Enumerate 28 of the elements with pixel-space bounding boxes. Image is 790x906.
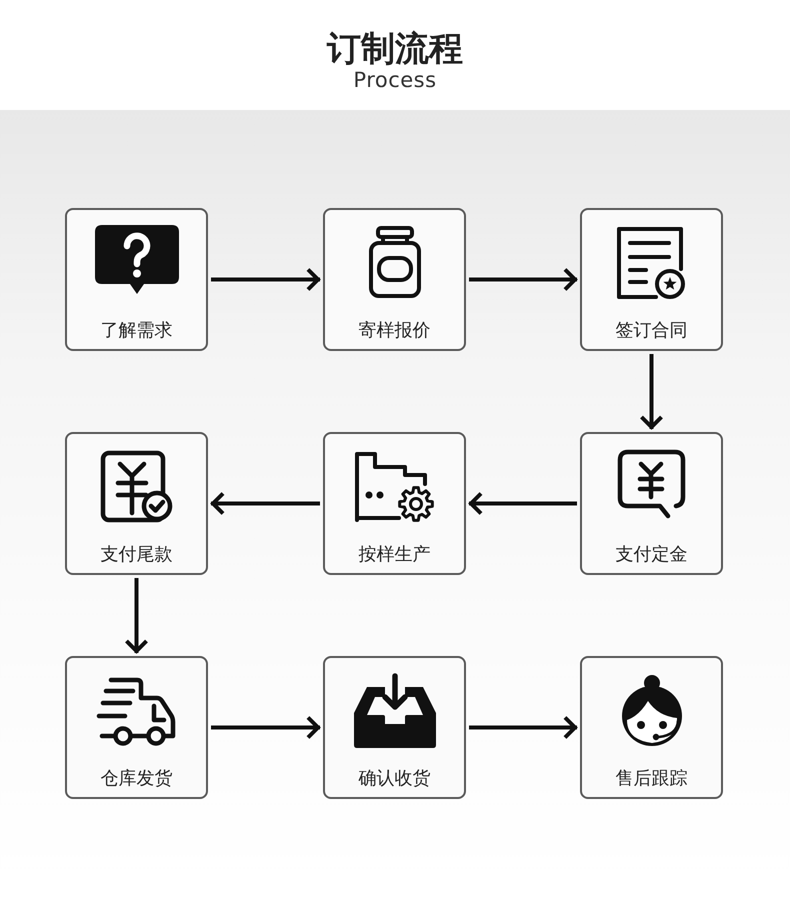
step-box (65, 208, 208, 351)
step-label: 了解需求 (100, 320, 172, 342)
step-label: 确认收货 (358, 768, 430, 790)
step-label: 签订合同 (616, 320, 688, 342)
subtitle: Process (352, 68, 438, 92)
step-label: 按样生产 (358, 544, 430, 566)
step-label: 支付尾款 (100, 544, 172, 566)
arrow (124, 578, 148, 653)
arrow (211, 268, 320, 292)
step-label: 售后跟踪 (616, 768, 688, 790)
step-box (323, 656, 466, 799)
step-label: 支付定金 (616, 544, 688, 566)
step-box (580, 656, 723, 799)
step-box (65, 432, 208, 575)
step-box (580, 208, 723, 351)
arrow (640, 354, 664, 429)
step-box (65, 656, 208, 799)
step-box (323, 432, 466, 575)
step-box (580, 432, 723, 575)
step-label: 寄样报价 (358, 320, 430, 342)
arrow (469, 492, 577, 516)
step-label: 仓库发货 (100, 768, 172, 790)
title: 订制流程 (326, 28, 464, 71)
arrow (469, 268, 577, 292)
arrow (211, 716, 320, 740)
arrow (211, 492, 320, 516)
step-box (323, 208, 466, 351)
arrow (469, 716, 577, 740)
